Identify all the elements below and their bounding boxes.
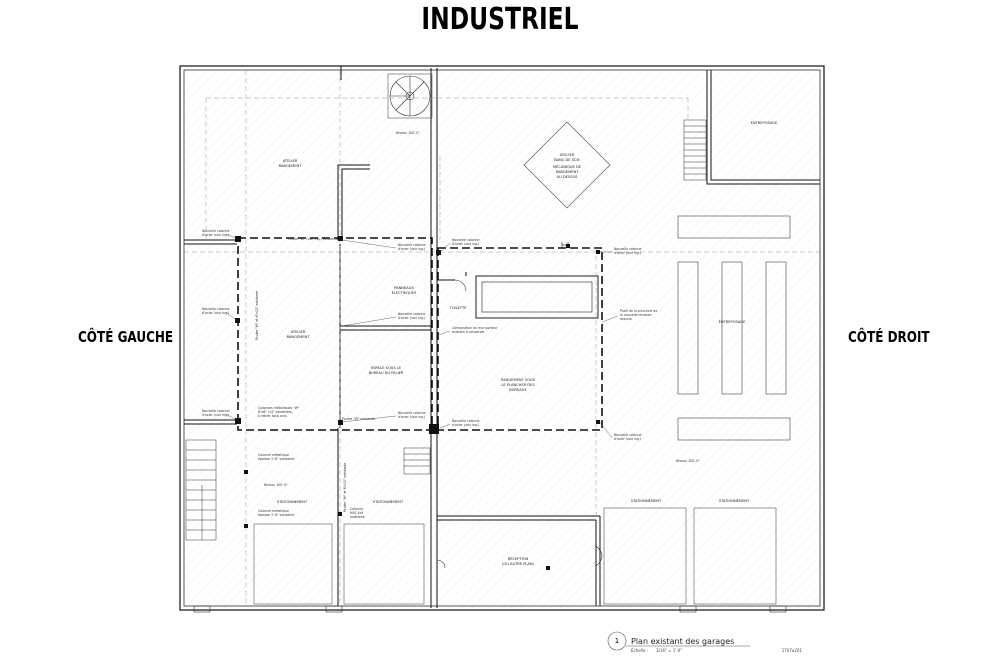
mezzanine-dashed-outline bbox=[237, 237, 603, 431]
note-col-3: Nouvelle colonne bbox=[202, 409, 230, 413]
side-label-right: CÔTÉ DROIT bbox=[848, 328, 930, 346]
svg-text:d'acier (voir ing.): d'acier (voir ing.) bbox=[452, 423, 479, 427]
svg-text:d'acier (voir ing.): d'acier (voir ing.) bbox=[398, 247, 425, 251]
note-col-6: Nouvelle colonne bbox=[398, 411, 426, 415]
garage-bays bbox=[253, 507, 777, 605]
note-poutre-top: Poutre "W" (voir ing.) existante bbox=[288, 237, 338, 241]
svg-text:existante: existante bbox=[350, 515, 365, 519]
grid-reference-lines bbox=[184, 70, 820, 606]
note-colonne-existante-2: Colonne métallique bbox=[258, 509, 289, 513]
svg-text:d'acier (voir ing.): d'acier (voir ing.) bbox=[398, 316, 425, 320]
floor-hatch bbox=[182, 68, 822, 608]
svg-text:d'acier (voir ing.): d'acier (voir ing.) bbox=[202, 233, 229, 237]
room-label-atelier-mecanique: ATELIER bbox=[560, 153, 575, 157]
note-colonne-hss: Colonne bbox=[350, 507, 363, 511]
room-label-stationnement-4: STATIONNEMENT bbox=[719, 499, 750, 503]
room-label-stationnement-2: STATIONNEMENT bbox=[373, 500, 404, 504]
svg-text:MÉCANIQUE DE: MÉCANIQUE DE bbox=[553, 164, 582, 169]
svg-text:HSS 4x4: HSS 4x4 bbox=[350, 511, 363, 515]
svg-text:épaisse 2'-6" existante: épaisse 2'-6" existante bbox=[258, 513, 294, 517]
note-col-1: Nouvelle colonne bbox=[202, 229, 230, 233]
svg-text:RANGEMENT: RANGEMENT bbox=[287, 335, 311, 339]
legend-title: Plan existant des garages bbox=[631, 637, 734, 646]
room-label-espace-bureau: ESPACE SOUS LE bbox=[371, 366, 402, 370]
svg-text:RANGEMENT: RANGEMENT bbox=[279, 164, 303, 168]
page-title: INDUSTRIEL bbox=[421, 2, 579, 37]
doors bbox=[193, 279, 787, 613]
svg-text:la nouvelle terrasse: la nouvelle terrasse bbox=[620, 313, 651, 317]
note-niveau-right: Niveau 100'-0" bbox=[676, 459, 700, 463]
room-label-stationnement-3: STATIONNEMENT bbox=[631, 499, 662, 503]
svg-text:RANGEMENT: RANGEMENT bbox=[556, 170, 580, 174]
note-poutre-mid: Poutre "W" existante bbox=[342, 417, 375, 421]
svg-text:existant à conserver: existant à conserver bbox=[452, 330, 485, 334]
svg-text:d'acier (voir ing.): d'acier (voir ing.) bbox=[614, 251, 641, 255]
legend-scale-label: Échelle : bbox=[631, 648, 648, 653]
note-poutre-vertical: Poutre "W" et 6"x12" existante bbox=[255, 291, 259, 340]
note-col-5: Nouvelle colonne bbox=[398, 312, 426, 316]
note-col-8: Nouvelle colonne bbox=[614, 247, 642, 251]
mezzanine-box bbox=[475, 275, 599, 319]
columns bbox=[235, 236, 600, 570]
note-poutre-vertical-2: Poutre "W" et 6"x12" existante bbox=[343, 463, 347, 512]
svg-text:(OU AUTRE PLAN): (OU AUTRE PLAN) bbox=[502, 562, 535, 566]
legend-number: 1 bbox=[615, 637, 619, 645]
room-label-rangement-bureaux: RANGEMENT SOUS bbox=[501, 378, 536, 382]
svg-text:LE PLANCHER DES: LE PLANCHER DES bbox=[501, 383, 535, 387]
room-label-entreposage-right: ENTREPOSAGE bbox=[719, 320, 746, 324]
side-label-left: CÔTÉ GAUCHE bbox=[78, 328, 174, 346]
storage-racks bbox=[677, 215, 791, 441]
room-label-toilette: TOILETTE bbox=[449, 306, 468, 310]
svg-text:BUREAUX: BUREAUX bbox=[509, 388, 527, 392]
note-col-2: Nouvelle colonne bbox=[202, 307, 230, 311]
annotations: Niveau 100'-0" Niveau 100'-0" Niveau 100… bbox=[202, 131, 700, 519]
note-col-7: Nouvelle colonne bbox=[452, 238, 480, 242]
note-col-4: Nouvelle colonne bbox=[398, 243, 426, 247]
legend-number-circle bbox=[607, 631, 627, 651]
drawing-legend: 1 Plan existant des garages Échelle : 3/… bbox=[607, 631, 803, 653]
svg-text:d'acier (voir ing.): d'acier (voir ing.) bbox=[398, 415, 425, 419]
legend-scale-value: 3/16" = 1'-0" bbox=[656, 648, 682, 653]
svg-text:6"x6" 1/4" existantes,: 6"x6" 1/4" existantes, bbox=[258, 410, 293, 414]
room-labels: ATELIER RANGEMENT ATELIER BANC DE SCIE M… bbox=[277, 121, 778, 566]
svg-text:AU DESSUS: AU DESSUS bbox=[557, 175, 578, 179]
note-composition: Composition du mur porteur bbox=[452, 326, 498, 330]
svg-text:ÉLECTRIQUES: ÉLECTRIQUES bbox=[392, 290, 418, 295]
room-label-reception: RÉCEPTION bbox=[508, 556, 529, 561]
room-label-stationnement-1: STATIONNEMENT bbox=[277, 500, 308, 504]
svg-text:BANC DE SCIE: BANC DE SCIE bbox=[554, 158, 580, 162]
mechanic-workshop-outline bbox=[523, 121, 611, 209]
spiral-staircase bbox=[387, 73, 433, 119]
exterior-walls bbox=[179, 65, 825, 611]
stairs bbox=[185, 119, 707, 541]
note-niveau-top: Niveau 100'-0" bbox=[396, 131, 420, 135]
grid-marker-icon bbox=[561, 242, 569, 248]
svg-text:d'acier (voir ing.): d'acier (voir ing.) bbox=[614, 437, 641, 441]
svg-text:BUREAU DU PALIER: BUREAU DU PALIER bbox=[369, 371, 404, 375]
svg-text:requise: requise bbox=[620, 317, 632, 321]
room-label-panneaux: PANNEAUX bbox=[394, 286, 414, 290]
note-colonne-existante-1: Colonne métallique bbox=[258, 453, 289, 457]
note-niveau-left: Niveau 100'-0" bbox=[264, 483, 288, 487]
legend-sheet: 1707a201 bbox=[782, 648, 803, 653]
svg-text:d'acier (voir ing.): d'acier (voir ing.) bbox=[452, 242, 479, 246]
room-label-atelier-mid: ATELIER bbox=[291, 330, 306, 334]
svg-text:d'acier (voir ing.): d'acier (voir ing.) bbox=[202, 413, 229, 417]
note-profil: Profil de la structure de bbox=[620, 309, 657, 313]
svg-text:à retirer sous avis: à retirer sous avis bbox=[258, 414, 287, 418]
svg-text:épaisse 2'-6" existante: épaisse 2'-6" existante bbox=[258, 457, 294, 461]
svg-text:d'acier (voir ing.): d'acier (voir ing.) bbox=[202, 311, 229, 315]
room-label-atelier-top: ATELIER bbox=[283, 159, 298, 163]
note-col-9: Nouvelle colonne bbox=[452, 419, 480, 423]
leader-lines bbox=[225, 233, 619, 439]
note-colonnes-metal: Colonnes métalliques "W" bbox=[258, 406, 300, 410]
room-label-entreposage-top: ENTREPOSAGE bbox=[751, 121, 778, 125]
note-col-10: Nouvelle colonne bbox=[614, 433, 642, 437]
